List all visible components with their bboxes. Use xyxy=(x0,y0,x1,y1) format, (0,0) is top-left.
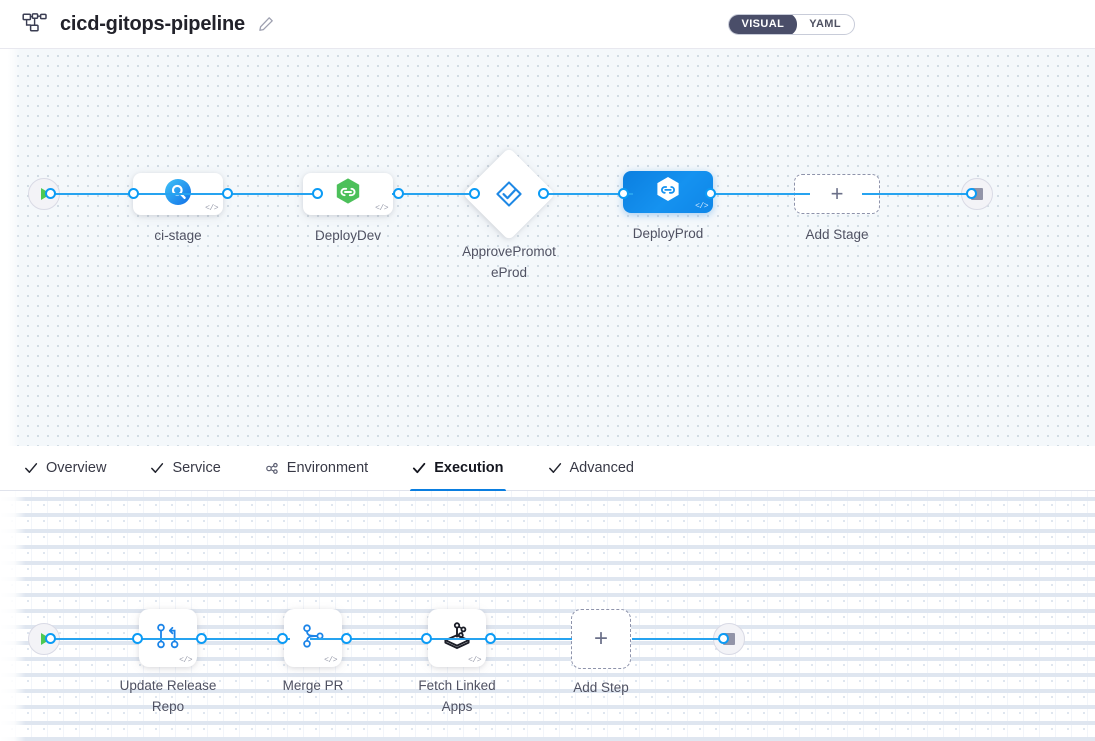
edge-add-to-end xyxy=(632,638,727,640)
connector-dot[interactable] xyxy=(485,633,496,644)
connector-dot[interactable] xyxy=(393,188,404,199)
edge-start-to-step1 xyxy=(50,638,145,640)
tab-execution[interactable]: Execution xyxy=(410,446,506,492)
step-label: Fetch Linked Apps xyxy=(418,678,496,714)
page-title: cicd-gitops-pipeline xyxy=(60,12,245,35)
pipeline-nodes-icon xyxy=(22,12,48,36)
add-stage-label: Add Stage xyxy=(805,227,869,242)
app-header: cicd-gitops-pipeline VISUAL YAML xyxy=(0,0,1095,49)
toggle-yaml[interactable]: YAML xyxy=(809,17,841,30)
connector-dot[interactable] xyxy=(538,188,549,199)
stage-label: DeployProd xyxy=(632,226,704,241)
connector-dot[interactable] xyxy=(222,188,233,199)
connector-dot[interactable] xyxy=(196,633,207,644)
stage-label: DeployDev xyxy=(314,228,382,243)
step-label: Update Release Repo xyxy=(119,678,217,714)
add-step-label: Add Step xyxy=(573,680,629,695)
code-badge[interactable]: </> xyxy=(468,656,481,665)
check-icon xyxy=(24,461,38,475)
stage-label: ci-stage xyxy=(154,228,202,243)
add-step-button[interactable]: + Add Step xyxy=(571,609,631,695)
connector-dot[interactable] xyxy=(45,633,56,644)
edge-ci-in xyxy=(137,193,232,195)
connector-dot[interactable] xyxy=(277,633,288,644)
connector-dot[interactable] xyxy=(469,188,480,199)
tab-label: Overview xyxy=(46,460,107,476)
step-label: Merge PR xyxy=(282,678,344,693)
connector-dot[interactable] xyxy=(618,188,629,199)
tab-advanced[interactable]: Advanced xyxy=(548,446,635,491)
edge-prod-to-add xyxy=(705,193,810,195)
edge-step3-to-add xyxy=(487,638,572,640)
plus-icon: + xyxy=(593,625,608,652)
code-badge[interactable]: </> xyxy=(375,204,388,213)
tab-label: Execution xyxy=(434,460,504,476)
connector-dot[interactable] xyxy=(421,633,432,644)
view-mode-toggle[interactable]: VISUAL YAML xyxy=(728,13,855,35)
stage-node-approvepromoteprod[interactable]: ApprovePromot eProd xyxy=(462,147,556,280)
approval-diamond-icon xyxy=(494,179,524,209)
stage-graph-canvas[interactable]: </> ci-stage </> DeployDev xyxy=(0,49,1095,446)
stage-config-tabs[interactable]: Overview Service Environment Execution A… xyxy=(0,446,1095,492)
connector-dot[interactable] xyxy=(312,188,323,199)
tab-overview[interactable]: Overview xyxy=(24,446,106,491)
edge-start-to-ci xyxy=(50,193,142,195)
connector-dot[interactable] xyxy=(132,633,143,644)
tab-label: Environment xyxy=(286,460,369,476)
edge-dev-to-approve xyxy=(392,193,477,195)
edge-approve-to-prod xyxy=(543,193,633,195)
connector-dot[interactable] xyxy=(128,188,139,199)
code-badge[interactable]: </> xyxy=(695,202,708,211)
stage-label: ApprovePromot eProd xyxy=(462,244,556,280)
connector-dot[interactable] xyxy=(966,188,977,199)
connector-dot[interactable] xyxy=(718,633,729,644)
execution-steps-canvas[interactable]: </> Update Release Repo </> Merge PR xyxy=(0,491,1095,741)
edge-ci-to-dev xyxy=(227,193,317,195)
tab-label: Advanced xyxy=(569,460,635,476)
code-badge[interactable]: </> xyxy=(205,204,218,213)
check-icon xyxy=(412,461,426,475)
edge-add-to-end xyxy=(862,193,972,195)
connector-dot[interactable] xyxy=(45,188,56,199)
stage-node-deployprod[interactable]: </> DeployProd xyxy=(623,171,713,241)
tab-service[interactable]: Service xyxy=(150,446,221,491)
tab-label: Service xyxy=(172,460,221,476)
connector-dot[interactable] xyxy=(341,633,352,644)
toggle-visual[interactable]: VISUAL xyxy=(729,14,798,34)
connector-dot[interactable] xyxy=(705,188,716,199)
check-icon xyxy=(150,461,164,475)
deploy-hexagon-icon xyxy=(334,177,362,212)
pencil-edit-icon[interactable] xyxy=(258,16,274,32)
code-badge[interactable]: </> xyxy=(179,656,192,665)
environment-icon xyxy=(265,461,279,475)
code-badge[interactable]: </> xyxy=(324,656,337,665)
plus-icon: + xyxy=(830,181,844,206)
check-icon xyxy=(548,461,562,475)
edge-step3-in xyxy=(345,638,490,640)
tab-environment[interactable]: Environment xyxy=(265,446,368,491)
canvas-left-fade xyxy=(0,49,20,446)
deploy-hexagon-icon xyxy=(654,175,682,210)
